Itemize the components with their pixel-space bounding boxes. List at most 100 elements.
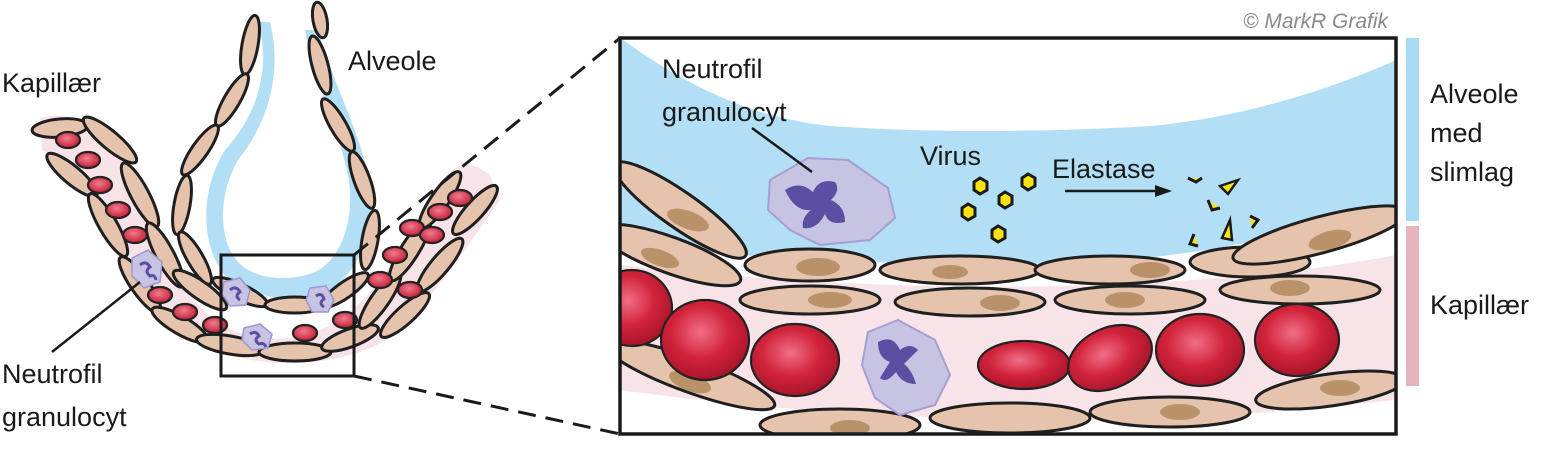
- cell-nucleus: [830, 420, 870, 434]
- cell-nucleus: [667, 208, 709, 232]
- cell-nucleus: [669, 370, 711, 394]
- red-blood-cell: [171, 302, 199, 322]
- alveole-cell: [319, 97, 357, 153]
- red-blood-cell: [366, 270, 394, 290]
- red-blood-cell: [104, 200, 132, 220]
- virus-particle: [960, 202, 977, 222]
- virus-fragment: [1187, 233, 1199, 248]
- neutrophil-in-alveole: [766, 156, 897, 247]
- virus-fragment: [1206, 199, 1221, 212]
- alveole-cell: [359, 208, 381, 272]
- alveole-mucus: [206, 22, 371, 299]
- cell-nucleus: [1130, 262, 1170, 278]
- virus-particle: [972, 176, 989, 196]
- legend-bar-kapillaer: [1406, 226, 1419, 386]
- cell-nucleus: [808, 292, 852, 308]
- capillary-cell: [928, 401, 1092, 434]
- cell-nucleus: [980, 295, 1020, 311]
- neutrophil-nucleus-small: [315, 293, 326, 309]
- cell-nucleus: [641, 247, 679, 269]
- virus-fragment: [1220, 215, 1234, 242]
- label-neutrofil-left-1: Neutrofil: [2, 359, 103, 389]
- zoom-source-box: [219, 253, 356, 378]
- cell-nucleus: [1320, 380, 1360, 396]
- cell-nucleus: [796, 258, 840, 276]
- red-blood-cell: [1067, 323, 1153, 393]
- virus-particle: [997, 190, 1014, 210]
- legend-label-alveole-2: med: [1430, 118, 1483, 148]
- endothelial-cell: [893, 286, 1047, 318]
- red-blood-cell: [418, 225, 446, 245]
- red-blood-cell: [146, 285, 174, 305]
- red-blood-cell: [659, 298, 751, 382]
- capillary-cell: [257, 341, 333, 363]
- label-elastase: Elastase: [1052, 154, 1156, 184]
- label-neutrofil-left-2: granulocyt: [2, 402, 127, 432]
- virus-particle: [1020, 172, 1037, 192]
- virus-fragment: [1217, 177, 1242, 196]
- virus-particles: [960, 172, 1037, 244]
- virus-fragment: [1249, 214, 1261, 229]
- alveole-cell: [180, 123, 220, 177]
- legend-bar-alveole: [1406, 38, 1419, 221]
- cell-nucleus: [1308, 229, 1352, 251]
- neutrophil-nucleus-small: [229, 286, 242, 302]
- legend-label-kapillaer: Kapillær: [1430, 290, 1529, 320]
- red-blood-cells-zoom: [620, 268, 1341, 398]
- red-blood-cell: [74, 150, 102, 170]
- cell-nucleus: [1270, 280, 1310, 296]
- virus-particle: [990, 224, 1007, 244]
- red-blood-cell: [446, 188, 474, 208]
- cell-nucleus: [932, 265, 968, 279]
- neutrophil-nucleus: [878, 339, 918, 384]
- red-blood-cells-overview: [54, 130, 474, 343]
- red-blood-cell: [331, 310, 359, 330]
- zoom-panel: [594, 36, 1398, 436]
- zoom-frame: [618, 36, 1398, 436]
- red-blood-cell: [201, 315, 229, 335]
- label-virus: Virus: [920, 141, 981, 171]
- neutrophils-overview: [131, 249, 335, 351]
- alveole-cell: [310, 0, 330, 40]
- red-blood-cell: [1253, 302, 1341, 378]
- zoom-left-pink-edge: [594, 250, 620, 370]
- label-kapillaer-left: Kapillær: [2, 68, 101, 98]
- alveole-cell: [176, 230, 214, 286]
- alveole-cell: [171, 173, 193, 237]
- overview-illustration: [30, 0, 500, 378]
- elastase-arrow-head: [1155, 185, 1172, 197]
- cell-nucleus: [1160, 404, 1200, 420]
- neutrofil-leader-line: [51, 281, 141, 353]
- zoom-mucus-layer: [620, 38, 1396, 131]
- red-blood-cell: [121, 225, 149, 245]
- red-blood-cell: [291, 323, 319, 343]
- legend-label-alveole-1: Alveole: [1430, 79, 1519, 109]
- red-blood-cell: [976, 339, 1072, 391]
- neutrophil-nucleus: [785, 181, 845, 229]
- label-alveole-top: Alveole: [348, 46, 437, 76]
- legend-label-alveole-3: slimlag: [1430, 157, 1514, 187]
- neutrophil-nucleus-small: [139, 261, 158, 281]
- capillary-cell: [81, 115, 139, 165]
- virus-fragment: [1187, 176, 1203, 184]
- red-blood-cell: [86, 175, 114, 195]
- degraded-virus-fragments: [1187, 176, 1261, 248]
- alveole-cell: [239, 13, 261, 77]
- red-blood-cell: [381, 245, 409, 265]
- neutrophil-small: [305, 285, 335, 313]
- neutrophil-nucleus-small: [249, 330, 268, 348]
- cell-nucleus: [1105, 292, 1145, 308]
- red-blood-cell: [749, 322, 841, 398]
- zoom-connector-bottom: [353, 374, 621, 436]
- credit-text: © MarkR Grafik: [1243, 10, 1389, 33]
- alveole-cell: [307, 34, 333, 96]
- red-blood-cell: [620, 268, 674, 348]
- capillary-cell: [378, 291, 432, 339]
- neutrofil-zoom-leader-line: [751, 126, 813, 174]
- neutrophil-in-capillary: [860, 318, 952, 417]
- red-blood-cell: [426, 202, 454, 222]
- red-blood-cell: [1154, 312, 1246, 388]
- red-blood-cell: [396, 280, 424, 300]
- label-neutrofil-zoom-1: Neutrofil: [662, 54, 763, 84]
